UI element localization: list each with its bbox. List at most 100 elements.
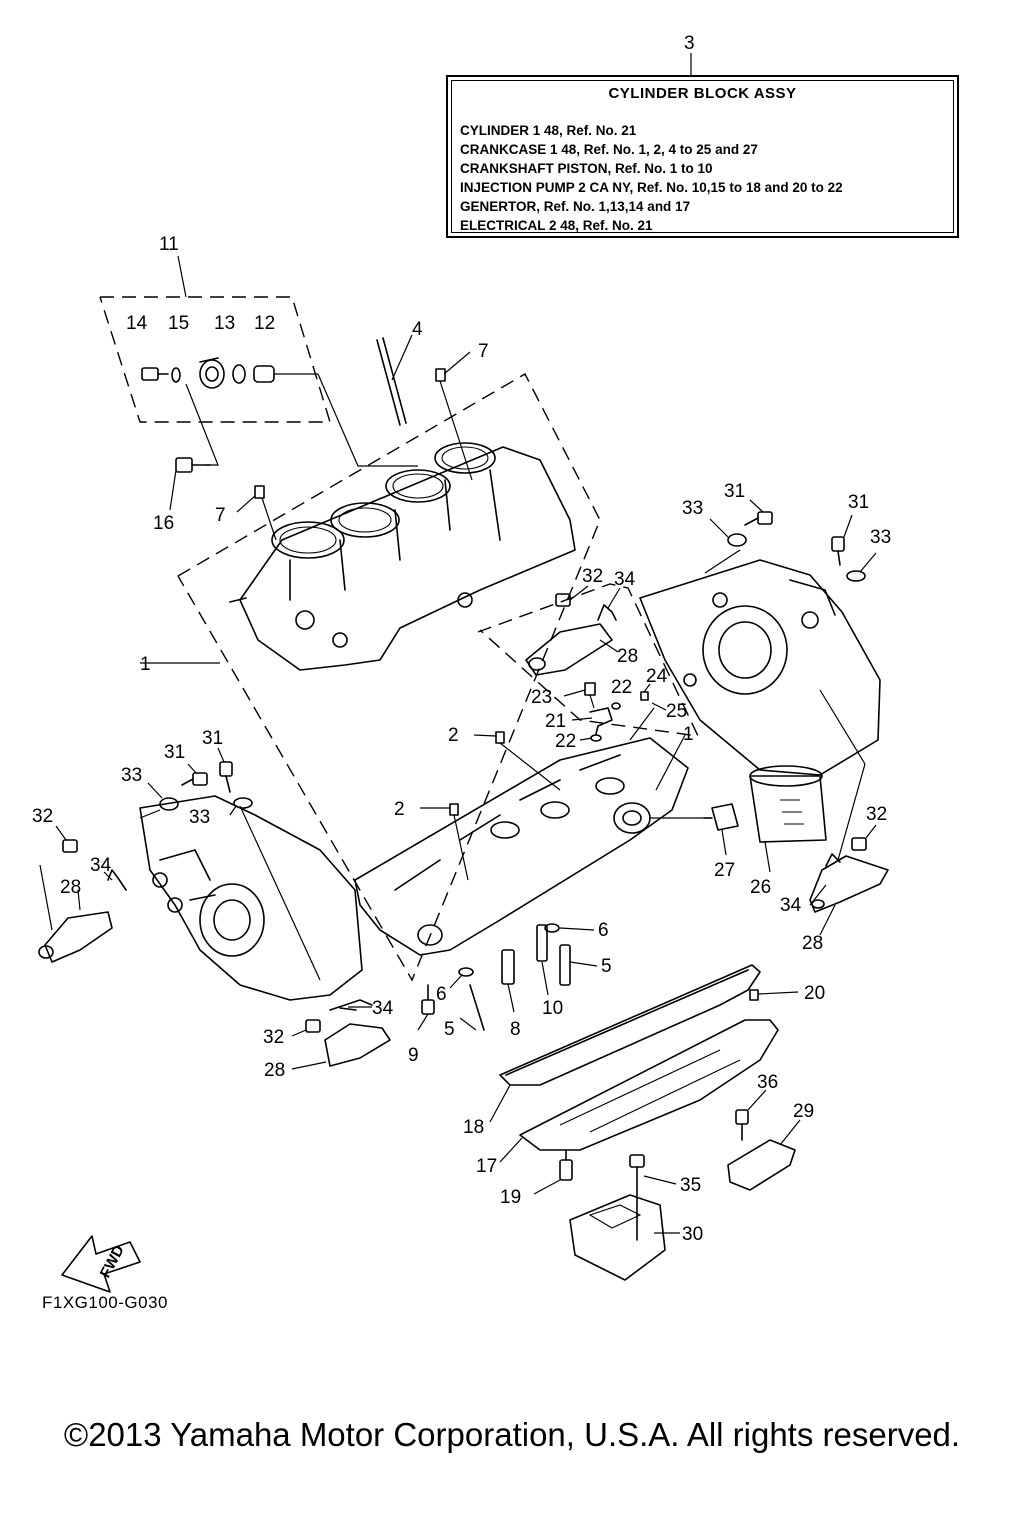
callout-31-r1: 31 [724,481,745,502]
assembly-line: GENERTOR, Ref. No. 1,13,14 and 17 [460,199,691,214]
callout-25: 25 [666,701,687,722]
o-ring-13-part [232,364,246,384]
dowel-7-left-part [236,485,277,541]
assembly-line: CYLINDER 1 48, Ref. No. 21 [460,123,637,138]
crankcase-group-outline [177,373,601,982]
fitting-12-part [253,365,318,383]
stud-4-part [376,334,413,426]
callout-28-right: 28 [802,933,823,954]
callout-34-mid: 34 [614,569,636,590]
callout-29: 29 [793,1101,814,1122]
breather-parts [563,682,667,742]
callout-30: 30 [682,1224,703,1245]
callout-16: 16 [153,513,174,534]
right-cover-part [639,559,881,776]
dowel-2-upper-part [473,731,561,791]
dowel-20-part [749,989,799,1001]
callout-7-top: 7 [478,341,489,362]
callout-33-l2: 33 [189,807,210,828]
copyright-notice: ©2013 Yamaha Motor Corporation, U.S.A. A… [63,1416,961,1453]
callout-31-l2: 31 [202,728,223,749]
callout-9: 9 [408,1045,419,1066]
callout-34-right: 34 [780,895,802,916]
assembly-box-inner-border [451,80,954,233]
callout-2-lower: 2 [394,799,405,820]
callout-32-mid: 32 [582,566,603,587]
dowel-2-lower-part [420,803,469,881]
dowel-7-top-part [435,351,473,481]
bolt-36-part [735,1089,767,1141]
callout-36: 36 [757,1072,778,1093]
assembly-reference-box: CYLINDER BLOCK ASSY CYLINDER 1 48, Ref. … [446,75,959,238]
bolt-16-part [169,457,211,511]
oil-pan-part [499,1019,779,1163]
callout-1: 1 [140,654,151,675]
bolt-19-part [533,1149,573,1195]
mount-left-part [38,825,127,963]
assembly-line: ELECTRICAL 2 48, Ref. No. 21 [460,218,653,233]
mount-upper-mid-part [525,585,621,676]
mount-right-part [809,689,889,936]
washer-15-part [171,367,181,383]
bolt-35-part [629,1154,677,1241]
callout-4: 4 [412,319,423,340]
fwd-label: FWD [97,1242,128,1280]
callout-8: 8 [510,1019,521,1040]
assembly-line: INJECTION PUMP 2 CA NY, Ref. No. 10,15 t… [460,180,843,195]
callout-32-left: 32 [32,806,53,827]
left-cover-part [139,795,363,1001]
figure-code: F1XG100-G030 [42,1293,169,1312]
callout-labels: 3 11 14 15 13 12 4 7 7 16 1 1 31 33 31 3… [32,33,891,1245]
callout-20: 20 [804,983,825,1004]
assembly-line-list: CYLINDER 1 48, Ref. No. 21 CRANKCASE 1 4… [460,121,843,235]
callout-17: 17 [476,1156,497,1177]
callout-3: 3 [684,33,695,54]
callout-2-upper: 2 [448,725,459,746]
filter-adapter-part [703,803,739,856]
callout-14: 14 [126,313,148,334]
callout-22-top: 22 [611,677,632,698]
assembly-line: CRANKCASE 1 48, Ref. No. 1, 2, 4 to 25 a… [460,142,758,157]
callout-1-lower: 1 [683,724,694,745]
callout-34-left: 34 [90,855,112,876]
fwd-arrow-icon: FWD [61,1235,141,1293]
callout-7-left: 7 [215,505,226,526]
callout-5-left: 5 [444,1019,455,1040]
callout-23: 23 [531,687,552,708]
callout-12: 12 [254,313,275,334]
bolts-right-part [709,499,877,582]
callout-31-r2: 31 [848,492,869,513]
mount-lower-left-part [291,999,391,1070]
callout-19: 19 [500,1187,521,1208]
bolt-14-part [141,367,169,381]
callout-34-lowleft: 34 [372,998,394,1019]
callout-28-mid: 28 [617,646,638,667]
callout-15: 15 [168,313,189,334]
callout-33-r2: 33 [870,527,891,548]
callout-11: 11 [159,234,179,255]
callout-35: 35 [680,1175,701,1196]
callout-18: 18 [463,1117,484,1138]
callout-32-right: 32 [866,804,887,825]
callout-6-right: 6 [598,920,609,941]
callout-5-right: 5 [601,956,612,977]
callout-10: 10 [542,998,563,1019]
callout-28-left: 28 [60,877,81,898]
callout-21: 21 [545,711,566,732]
assembly-line: CRANKSHAFT PISTON, Ref. No. 1 to 10 [460,161,713,176]
callout-13: 13 [214,313,235,334]
callout-26: 26 [750,877,771,898]
seal-part [199,357,225,389]
bolts-lower-part [417,923,598,1031]
callout-27: 27 [714,860,735,881]
bolts-left-part [147,747,253,816]
assembly-title: CYLINDER BLOCK ASSY [608,85,797,102]
subassembly-11-group [99,255,331,466]
callout-33-r1: 33 [682,498,703,519]
callout-6-left: 6 [436,984,447,1005]
crankcase-lower-group-outline [477,583,700,737]
callout-32-lowleft: 32 [263,1027,284,1048]
oil-filter-part [749,765,827,873]
callout-33-l1: 33 [121,765,142,786]
